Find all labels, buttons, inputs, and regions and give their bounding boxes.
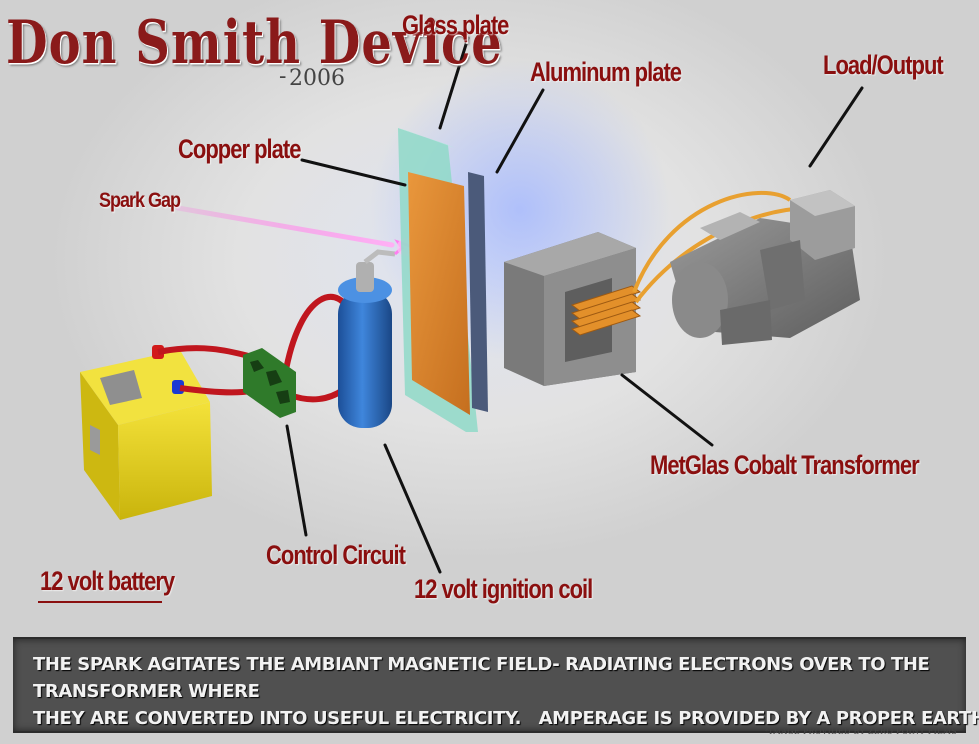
title-separator: - [279,64,287,89]
page-title: Don Smith Device [6,8,503,78]
label-glass-plate: Glass plate [402,10,509,40]
pointer-coil [383,443,442,574]
label-transformer: MetGlas Cobalt Transformer [650,450,920,480]
pointer-control [285,424,308,537]
label-control-circuit: Control Circuit [266,540,406,570]
battery-graphic [80,345,212,520]
caption-banner: THE SPARK AGITATES THE AMBIANT MAGNETIC … [13,637,979,733]
orange-wire [632,191,792,293]
pointer-glass [438,36,470,130]
copper-plate-graphic [408,172,470,415]
image-credit: *IMAGE PROVIDED BY ZERO POINT FILMS [764,727,957,736]
pointer-load [808,86,864,168]
control-circuit-board [243,348,296,418]
label-pointers [285,36,864,574]
label-spark-gap: Spark Gap [99,188,181,212]
label-ignition-coil: 12 volt ignition coil [414,574,593,604]
pointer-transformer [620,373,714,447]
aluminum-plate-graphic [468,172,488,412]
title-year: 2006 [289,66,345,91]
label-aluminum-plate: Aluminum plate [530,57,682,87]
pointer-copper [300,158,407,187]
pointer-spark [175,205,395,248]
caption-line-1: THE SPARK AGITATES THE AMBIANT MAGNETIC … [33,654,930,702]
label-load-output: Load/Output [823,50,944,80]
label-battery: 12 volt battery [40,566,175,596]
caption-text: THE SPARK AGITATES THE AMBIANT MAGNETIC … [33,651,979,732]
transformer-graphic [504,232,642,386]
load-motor-graphic [670,190,860,345]
pointer-aluminum [495,88,545,174]
label-copper-plate: Copper plate [178,134,301,164]
caption-line-2: THEY ARE CONVERTED INTO USEFUL ELECTRICI… [33,708,979,729]
ignition-coil-graphic [338,249,396,428]
